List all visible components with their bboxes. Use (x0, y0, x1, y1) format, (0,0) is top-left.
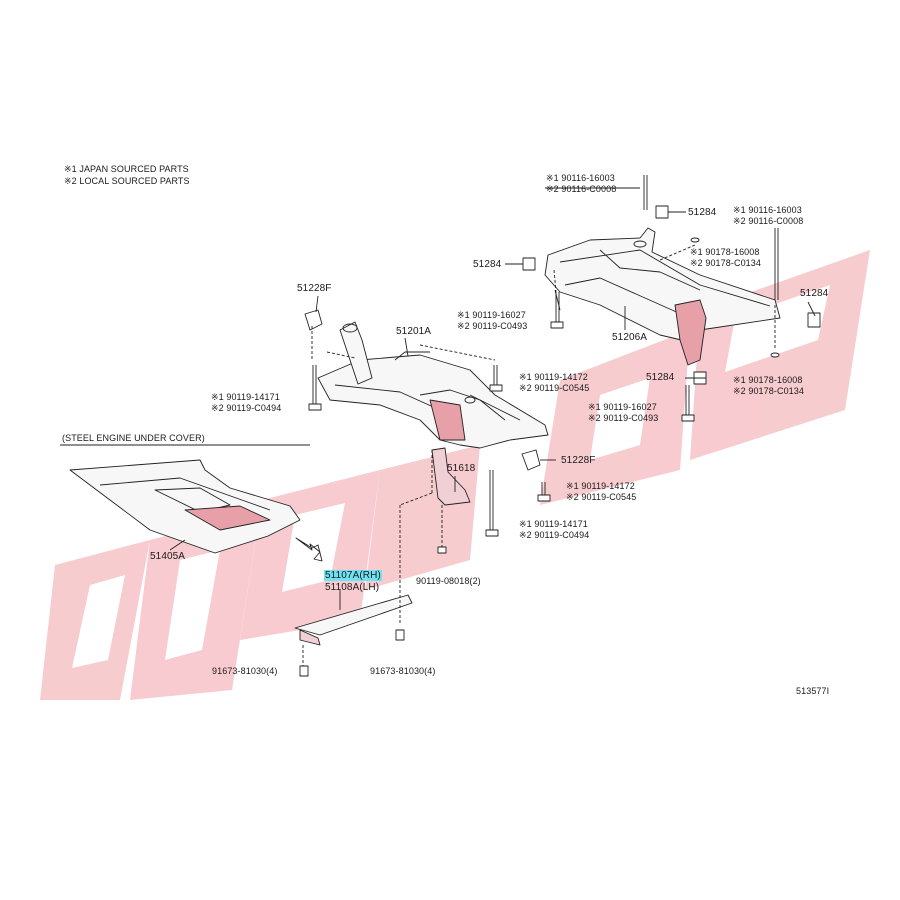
cushion-51284-top (655, 205, 669, 219)
part-label-51201a[interactable]: 51201A (396, 326, 432, 337)
part-label-bolt-lc-2[interactable]: ※2 90119-C0545 (566, 492, 637, 502)
part-label-nut-br-1[interactable]: ※1 90178-16008 (733, 375, 803, 385)
part-label-bolt-mc-2[interactable]: ※2 90119-C0493 (588, 413, 659, 423)
part-label-bolt-lc-1[interactable]: ※1 90119-14172 (566, 481, 635, 491)
note-japan-sourced: ※1 JAPAN SOURCED PARTS (64, 164, 189, 174)
highlighted-part-number: 51107A(RH) (324, 570, 382, 581)
part-label-bolt-small[interactable]: 90119-08018(2) (416, 576, 481, 586)
part-label-51206a[interactable]: 51206A (612, 332, 648, 343)
figure-code: 513577I (796, 686, 830, 696)
part-label-bolt-tr-2[interactable]: ※2 90116-C0008 (733, 216, 804, 226)
part-label-bolt-ml-2[interactable]: ※2 90119-C0493 (457, 321, 528, 331)
part-label-51228f-low[interactable]: 51228F (561, 455, 596, 466)
cushion-51284-right (807, 312, 821, 328)
part-label-bolt-lb-1[interactable]: ※1 90119-14171 (519, 519, 588, 529)
stopper-51228f-top (304, 309, 323, 331)
part-label-51618[interactable]: 51618 (447, 463, 476, 474)
part-label-bolt-tr-1[interactable]: ※1 90116-16003 (733, 205, 802, 215)
part-label-bolt-top-1[interactable]: ※1 90116-16003 (546, 173, 615, 183)
section-label: (STEEL ENGINE UNDER COVER) (62, 433, 205, 443)
part-label-bolt-l-2[interactable]: ※2 90119-C0494 (211, 403, 282, 413)
part-label-91673-right[interactable]: 91673-81030(4) (370, 666, 436, 676)
bracket-51107a (294, 594, 413, 646)
part-label-nut-r-1[interactable]: ※1 90178-16008 (690, 247, 760, 257)
stopper-51228f-low (521, 449, 541, 471)
part-label-bolt-c-1[interactable]: ※1 90119-14172 (519, 372, 588, 382)
part-label-91673-left[interactable]: 91673-81030(4) (212, 666, 278, 676)
cushion-51284-left (522, 257, 536, 271)
part-label-bolt-top-2[interactable]: ※2 90116-C0008 (546, 184, 617, 194)
part-label-51284-mid[interactable]: 51284 (646, 372, 675, 383)
direction-arrow-icon (295, 537, 323, 562)
part-label-bolt-ml-1[interactable]: ※1 90119-16027 (457, 310, 526, 320)
cushion-51284-mid (693, 371, 707, 385)
part-label-51108a-lh[interactable]: 51108A(LH) (325, 582, 380, 593)
part-label-bolt-mc-1[interactable]: ※1 90119-16027 (588, 402, 657, 412)
engine-under-cover (60, 444, 310, 554)
part-label-51107a-rh[interactable]: 51107A(RH) (324, 570, 382, 581)
part-label-51284-top[interactable]: 51284 (688, 207, 717, 218)
part-label-bolt-lb-2[interactable]: ※2 90119-C0494 (519, 530, 590, 540)
brace-51618 (431, 447, 471, 506)
part-label-nut-br-2[interactable]: ※2 90178-C0134 (733, 386, 804, 396)
part-label-nut-r-2[interactable]: ※2 90178-C0134 (690, 258, 761, 268)
part-label-bolt-l-1[interactable]: ※1 90119-14171 (211, 392, 280, 402)
front-suspension-crossmember (317, 321, 549, 449)
part-label-51284-left[interactable]: 51284 (473, 259, 502, 270)
part-label-51228f-top[interactable]: 51228F (297, 283, 332, 294)
part-label-bolt-c-2[interactable]: ※2 90119-C0545 (519, 383, 590, 393)
part-label-51405a[interactable]: 51405A (150, 551, 186, 562)
part-label-51284-right[interactable]: 51284 (800, 288, 829, 299)
note-local-sourced: ※2 LOCAL SOURCED PARTS (64, 176, 190, 186)
dashed-guides (302, 244, 776, 666)
